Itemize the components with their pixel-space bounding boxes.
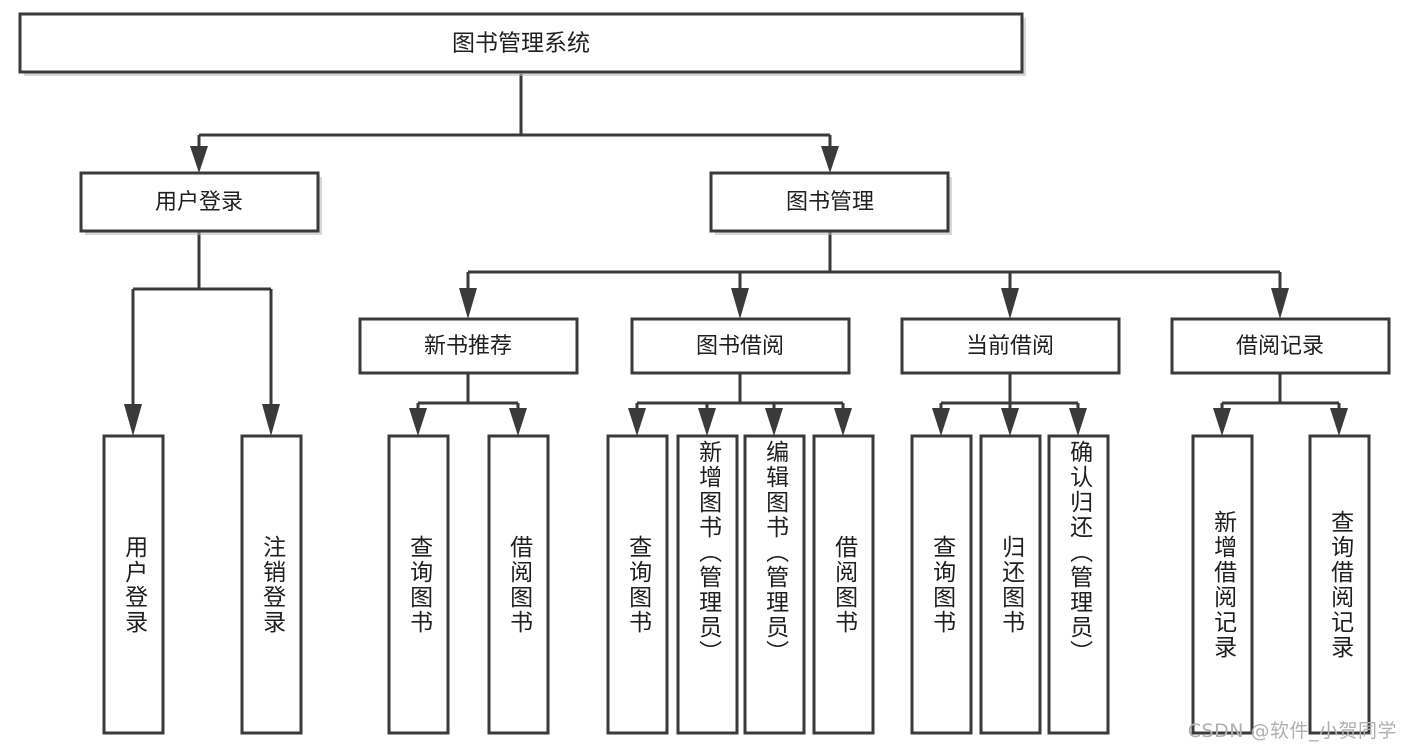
leaf-box-n2-query-book[interactable] — [606, 434, 669, 735]
arrow-head-leaf-user-logout — [262, 404, 280, 436]
node-user-login-box — [79, 171, 320, 233]
node-current-borrow[interactable]: 当前借阅 — [900, 317, 1121, 375]
leaf-box-n3-confirm-return[interactable] — [1047, 434, 1110, 735]
leaf-box-n2-borrow-book[interactable] — [812, 434, 875, 735]
node-user-login[interactable]: 用户登录 — [79, 171, 322, 235]
arrow-head-user-login — [190, 146, 208, 173]
leaf-box-n3-query-book[interactable] — [910, 434, 973, 735]
leaf-box-user-login[interactable] — [102, 434, 165, 735]
arrow-head-n2-leaf-2 — [698, 408, 716, 436]
leaf-box-n2-edit-book[interactable] — [743, 434, 806, 735]
arrow-head-borrow-record — [1271, 288, 1289, 319]
node-new-book-recommend-box — [358, 317, 579, 375]
arrow-head-book-manage — [821, 146, 839, 173]
arrow-head-new-book — [459, 288, 477, 319]
arrow-head-n1-leaf-1 — [409, 408, 427, 436]
arrow-head-n3-leaf-2 — [1001, 408, 1019, 436]
node-user-login-label: 用户登录 — [155, 190, 243, 215]
csdn-watermark: CSDN @软件_小贺同学 — [1187, 720, 1397, 742]
arrow-head-n2-leaf-1 — [628, 408, 646, 436]
node-current-borrow-box — [900, 317, 1121, 375]
node-borrow-record[interactable]: 借阅记录 — [1170, 317, 1391, 375]
leaf-box-n1-query-book[interactable] — [387, 434, 450, 735]
arrow-head-book-borrow — [731, 288, 749, 319]
arrow-head-n3-leaf-3 — [1069, 408, 1087, 436]
node-book-manage-box — [709, 171, 950, 233]
arrow-head-n2-leaf-3 — [765, 408, 783, 436]
arrow-head-n4-leaf-1 — [1213, 408, 1231, 436]
leaf-box-layer — [102, 434, 1371, 735]
node-new-book-recommend[interactable]: 新书推荐 — [358, 317, 579, 375]
node-current-borrow-label: 当前借阅 — [966, 334, 1054, 359]
arrow-head-n3-leaf-1 — [932, 408, 950, 436]
node-borrow-record-label: 借阅记录 — [1236, 334, 1324, 359]
leaf-box-n4-query-record[interactable] — [1308, 434, 1371, 735]
leaf-box-n3-return-book[interactable] — [979, 434, 1042, 735]
node-book-borrow-label: 图书借阅 — [696, 334, 784, 359]
arrow-head-current-borrow — [1001, 288, 1019, 319]
node-root-box — [18, 12, 1024, 74]
leaf-box-n4-add-record[interactable] — [1191, 434, 1254, 735]
node-book-manage[interactable]: 图书管理 — [709, 171, 952, 235]
arrow-head-n1-leaf-2 — [509, 408, 527, 436]
leaf-box-n2-add-book[interactable] — [676, 434, 739, 735]
node-borrow-record-box — [1170, 317, 1391, 375]
node-root[interactable]: 图书管理系统 — [18, 12, 1026, 76]
node-book-manage-label: 图书管理 — [786, 190, 874, 215]
node-root-label: 图书管理系统 — [452, 31, 590, 57]
arrow-head-n2-leaf-4 — [834, 408, 852, 436]
arrow-head-n4-leaf-2 — [1330, 408, 1348, 436]
connector-layer — [124, 74, 1348, 436]
node-book-borrow-box — [630, 317, 851, 375]
node-new-book-recommend-label: 新书推荐 — [424, 334, 512, 359]
arrow-head-leaf-user-login — [124, 404, 142, 436]
node-book-borrow[interactable]: 图书借阅 — [630, 317, 851, 375]
leaf-box-n1-borrow-book[interactable] — [487, 434, 550, 735]
leaf-box-user-logout[interactable] — [240, 434, 303, 735]
